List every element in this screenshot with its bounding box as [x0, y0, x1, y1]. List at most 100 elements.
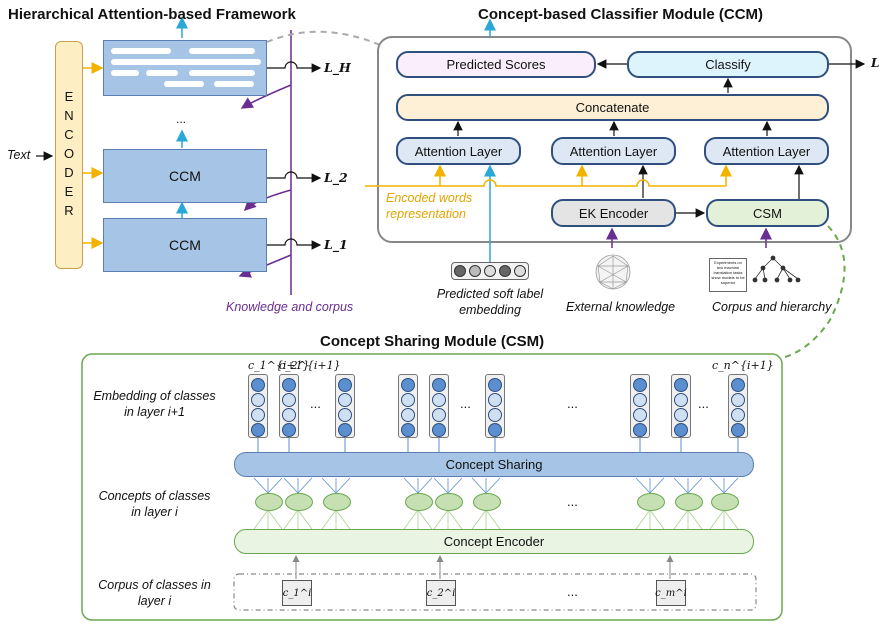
corpus-document: c_2^i — [426, 580, 456, 606]
concept-encoder-box: Concept Encoder — [234, 529, 754, 554]
encoder-to-concept-edge — [433, 509, 449, 530]
predicted-scores-box: Predicted Scores — [396, 51, 596, 78]
row-label-corpus: Corpus of classes in layer i — [98, 578, 211, 608]
concept-node — [323, 493, 351, 511]
embedding-unit — [633, 378, 647, 392]
csm-ellipsis: ... — [698, 396, 709, 411]
embedding-unit — [432, 408, 446, 422]
embedding-unit — [282, 423, 296, 437]
embedding-unit — [338, 378, 352, 392]
encoder-to-concept-edge — [485, 509, 501, 530]
top-layer-box — [103, 40, 267, 96]
class-embedding-column — [671, 374, 691, 438]
embedding-unit — [338, 393, 352, 407]
concept-to-sharing-edge — [687, 477, 703, 494]
knowledge-corpus-label: Knowledge and corpus — [226, 300, 354, 314]
ccm-loss: L — [871, 56, 880, 70]
class-embedding-column — [398, 374, 418, 438]
concept-to-sharing-edge — [485, 477, 501, 494]
ccm-box-1: CCM — [103, 218, 267, 272]
embedding-unit — [282, 378, 296, 392]
encoder-to-concept-edge — [447, 509, 463, 530]
concept-node — [285, 493, 313, 511]
concept-to-sharing-edge — [433, 477, 449, 494]
encoded-words-label: Encoded words representation — [386, 191, 473, 221]
attention-layer-2: Attention Layer — [551, 137, 676, 165]
encoder-to-concept-edge — [649, 509, 665, 530]
csm-ellipsis: ... — [460, 396, 471, 411]
csm-ellipsis: ... — [310, 396, 321, 411]
embedding-unit — [251, 423, 265, 437]
soft-label-caption: Predicted soft label embedding — [436, 287, 544, 317]
embedding-unit — [674, 393, 688, 407]
class-embedding-column — [630, 374, 650, 438]
concept-to-sharing-edge — [283, 477, 299, 494]
encoder-to-concept-edge — [723, 509, 739, 530]
concept-to-sharing-edge — [635, 477, 651, 494]
ek-encoder-box: EK Encoder — [551, 199, 676, 227]
embedding-unit — [731, 408, 745, 422]
csm-ellipsis: ... — [567, 584, 578, 599]
concept-node — [255, 493, 283, 511]
embedding-unit — [251, 408, 265, 422]
class-embedding-column — [429, 374, 449, 438]
class-embedding-column — [248, 374, 268, 438]
encoder-block: ENCODER — [55, 41, 83, 269]
concept-to-sharing-edge — [253, 477, 269, 494]
embedding-unit — [338, 408, 352, 422]
embedding-unit — [674, 423, 688, 437]
encoder-to-concept-edge — [417, 509, 433, 530]
concept-to-sharing-edge — [723, 477, 739, 494]
embedding-unit — [432, 423, 446, 437]
embedding-unit — [432, 393, 446, 407]
concept-sharing-box: Concept Sharing — [234, 452, 754, 477]
concept-to-sharing-edge — [267, 477, 283, 494]
framework-title: Hierarchical Attention-based Framework — [8, 6, 296, 23]
csm-ellipsis: ... — [567, 494, 578, 509]
embedding-unit — [731, 378, 745, 392]
corpus-document: c_m^i — [655, 580, 687, 606]
loss-1: L_1 — [324, 237, 348, 252]
external-knowledge-caption: External knowledge — [566, 300, 676, 314]
concept-to-sharing-edge — [297, 477, 313, 494]
concept-to-sharing-edge — [417, 477, 433, 494]
embedding-unit — [401, 378, 415, 392]
concept-to-sharing-edge — [335, 477, 351, 494]
embedding-unit — [488, 393, 502, 407]
row-label-concepts: Concepts of classes in layer i — [98, 489, 211, 519]
loss-2: L_2 — [324, 170, 348, 185]
embedding-unit — [633, 408, 647, 422]
embedding-unit — [674, 408, 688, 422]
encoder-to-concept-edge — [403, 509, 419, 530]
concept-to-sharing-edge — [403, 477, 419, 494]
concept-to-sharing-edge — [709, 477, 725, 494]
csm-network — [253, 437, 739, 579]
loss-top: L_H — [324, 60, 351, 75]
encoder-to-concept-edge — [471, 509, 487, 530]
embedding-unit — [401, 393, 415, 407]
soft-label-embedding-icon — [451, 262, 529, 280]
csm-title: Concept Sharing Module (CSM) — [320, 333, 545, 350]
embedding-unit — [488, 408, 502, 422]
encoder-to-concept-edge — [709, 509, 725, 530]
embedding-unit — [674, 378, 688, 392]
concept-to-sharing-edge — [321, 477, 337, 494]
framework-ellipsis: ... — [176, 112, 187, 126]
class-symbol-1: c_1^{i+1} — [248, 359, 310, 372]
csm-box: CSM — [706, 199, 829, 227]
concept-to-sharing-edge — [471, 477, 487, 494]
concept-node — [637, 493, 665, 511]
concept-node — [675, 493, 703, 511]
embedding-unit — [633, 423, 647, 437]
concept-node — [405, 493, 433, 511]
attention-layer-3: Attention Layer — [704, 137, 829, 165]
encoder-to-concept-edge — [635, 509, 651, 530]
class-embedding-column — [335, 374, 355, 438]
embedding-unit — [401, 423, 415, 437]
concatenate-box: Concatenate — [396, 94, 829, 121]
embedding-unit — [488, 423, 502, 437]
embedding-unit — [731, 393, 745, 407]
classify-box: Classify — [627, 51, 829, 78]
attention-layer-1: Attention Layer — [396, 137, 521, 165]
